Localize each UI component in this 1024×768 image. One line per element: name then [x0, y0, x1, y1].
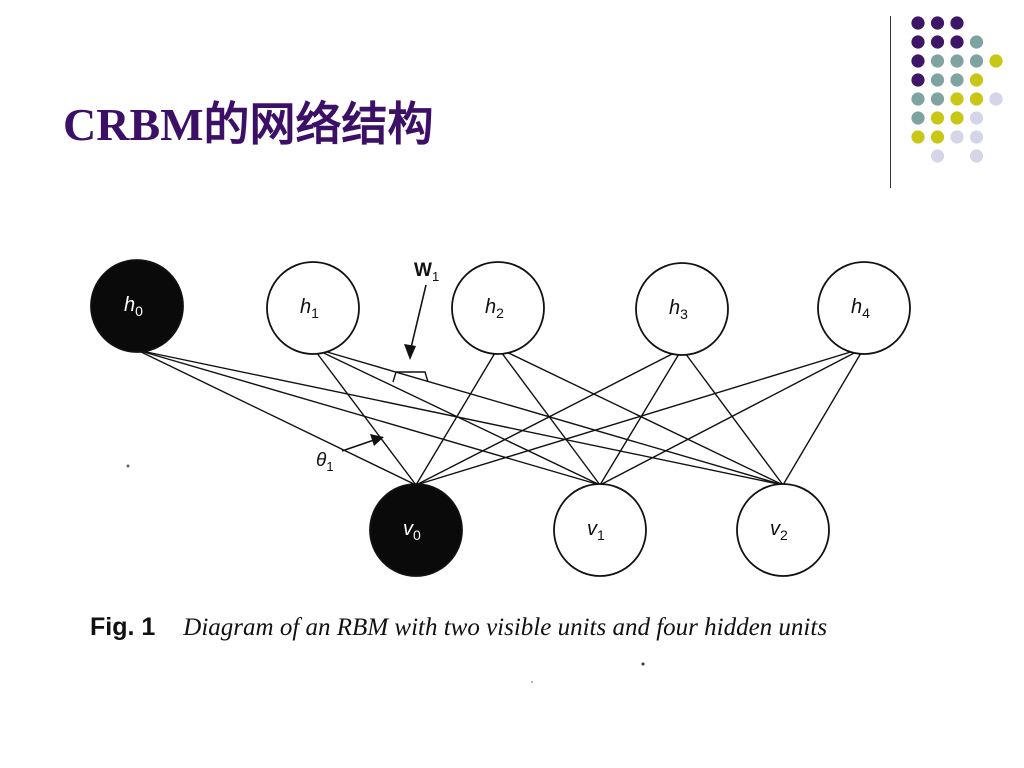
- unit-label-symbol: h: [851, 296, 862, 318]
- unit-label-symbol: h: [124, 294, 135, 316]
- scan-speck: [126, 464, 130, 468]
- edge-h3-v1: [599, 352, 681, 486]
- unit-label: h2: [485, 296, 504, 321]
- unit-label-subscript: 3: [680, 306, 688, 322]
- unit-label-symbol: h: [669, 297, 680, 319]
- edge-h1-v1: [321, 351, 601, 486]
- unit-label-symbol: h: [300, 296, 311, 318]
- unit-label-subscript: 2: [496, 305, 504, 321]
- unit-label-subscript: 1: [597, 527, 605, 543]
- hidden-unit-h3: h3: [635, 262, 729, 356]
- unit-label-subscript: 2: [780, 527, 788, 543]
- unit-circle: [736, 483, 830, 577]
- visible-unit-v1: v1: [553, 483, 647, 577]
- edge-h4-v0: [415, 351, 851, 486]
- bias-annotation: θ1: [316, 434, 384, 474]
- edge-h1-v0: [315, 351, 417, 486]
- unit-circle: [553, 483, 647, 577]
- edge-h3-v0: [415, 352, 675, 486]
- unit-label: h3: [669, 297, 688, 322]
- unit-circle: [369, 483, 463, 577]
- visible-unit-v2: v2: [736, 483, 830, 577]
- hidden-unit-h2: h2: [451, 261, 545, 355]
- edge-h0-v0: [136, 349, 417, 486]
- edge-h2-v0: [415, 351, 497, 486]
- vertical-divider: [890, 16, 891, 188]
- edge-h1-v2: [326, 351, 784, 486]
- unit-circle: [635, 262, 729, 356]
- edge-h4-v1: [599, 351, 857, 486]
- bias-label-subscript: 1: [326, 459, 333, 474]
- hidden-unit-h0: h0: [90, 259, 184, 353]
- figure-label: Fig. 1: [90, 613, 156, 641]
- unit-circle: [266, 261, 360, 355]
- connection-edges: [136, 349, 863, 486]
- unit-circle: [817, 261, 911, 355]
- unit-label-subscript: 1: [311, 305, 319, 321]
- hidden-unit-h1: h1: [266, 261, 360, 355]
- hidden-unit-h4: h4: [817, 261, 911, 355]
- unit-label: v1: [587, 518, 605, 543]
- edge-h0-v1: [136, 349, 601, 486]
- slide-title: CRBM的网络结构: [63, 99, 434, 150]
- unit-label-subscript: 0: [413, 527, 421, 543]
- unit-circle: [451, 261, 545, 355]
- weight-label-subscript: 1: [432, 269, 439, 284]
- weight-annotation: W1: [392, 260, 439, 383]
- scan-speck: [531, 681, 533, 683]
- bias-label: θ1: [316, 450, 334, 474]
- unit-label: v2: [770, 518, 788, 543]
- weight-label: W1: [414, 260, 439, 284]
- scan-speck: [641, 662, 645, 666]
- unit-label-symbol: h: [485, 296, 496, 318]
- unit-label-symbol: v: [403, 518, 414, 540]
- unit-label: h0: [124, 294, 143, 319]
- unit-label-symbol: v: [770, 518, 781, 540]
- unit-label-subscript: 0: [135, 303, 143, 319]
- unit-circle: [90, 259, 184, 353]
- weight-label-symbol: W: [414, 260, 432, 281]
- edge-h2-v1: [500, 351, 601, 486]
- visible-unit-v0: v0: [369, 483, 463, 577]
- figure-caption: Fig. 1 Diagram of an RBM with two visible…: [90, 612, 916, 643]
- edge-h4-v2: [782, 351, 863, 486]
- unit-label: v0: [403, 518, 421, 543]
- unit-label-symbol: v: [587, 518, 598, 540]
- bias-label-symbol: θ: [316, 450, 327, 471]
- unit-label: h1: [300, 296, 319, 321]
- unit-label: h4: [851, 296, 870, 321]
- unit-label-subscript: 4: [862, 305, 870, 321]
- edge-h2-v2: [506, 351, 784, 486]
- edge-h3-v2: [684, 352, 784, 486]
- figure-caption-text: Diagram of an RBM with two visible units…: [183, 614, 828, 641]
